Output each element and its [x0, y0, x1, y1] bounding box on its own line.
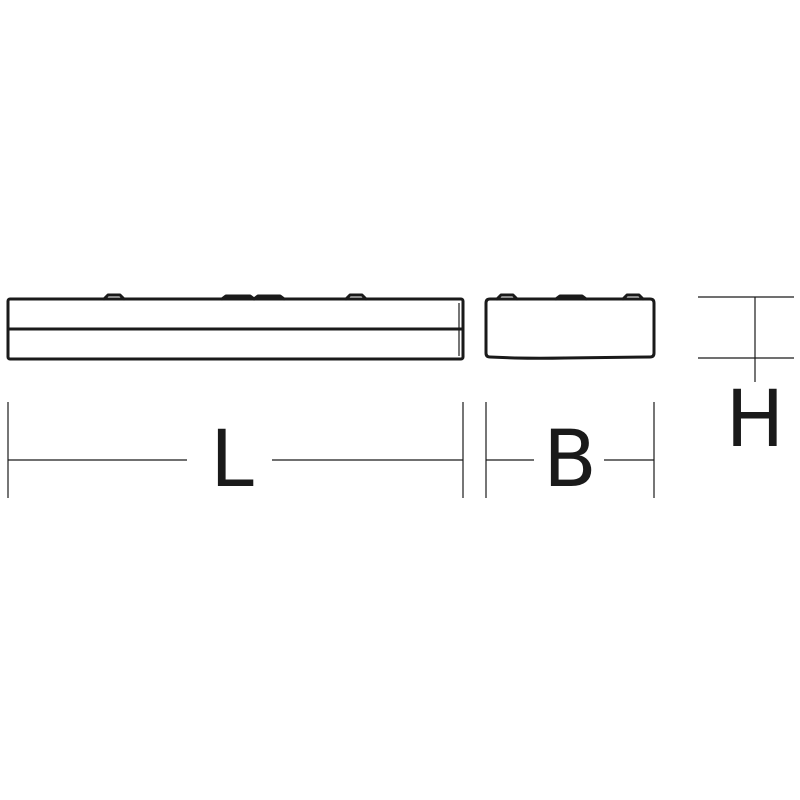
mounting-clip-1	[102, 293, 126, 301]
side-clip-3	[621, 293, 645, 301]
width-label: B	[543, 415, 597, 505]
side-view	[484, 293, 656, 360]
mounting-clip-3	[252, 294, 286, 301]
side-view-body	[484, 297, 656, 360]
side-clip-2	[554, 294, 588, 301]
side-clip-1	[495, 293, 519, 301]
height-dimension: H	[698, 296, 794, 465]
width-dimension: B	[485, 402, 655, 505]
front-view	[6, 293, 465, 361]
mounting-clip-2	[220, 294, 256, 301]
length-dimension: L	[7, 402, 464, 505]
length-label: L	[210, 415, 254, 505]
height-label: H	[726, 375, 785, 465]
mounting-clip-4	[344, 293, 368, 301]
